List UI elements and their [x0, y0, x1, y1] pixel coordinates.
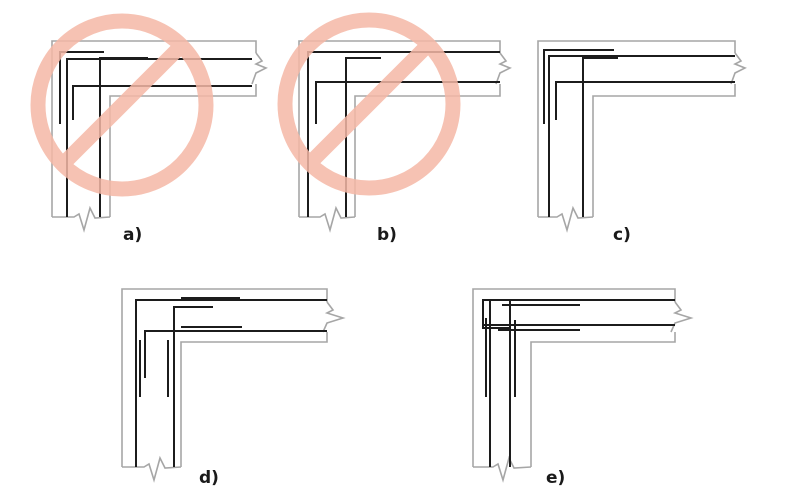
panel-d-rebar: [135, 297, 327, 467]
panel-a: [30, 13, 268, 233]
panel-label-e: e): [546, 468, 566, 488]
panel-label-b: b): [377, 225, 397, 245]
panel-e: [472, 288, 694, 483]
break-line-icon: [251, 52, 268, 85]
panel-d: [121, 288, 346, 483]
panel-b: [277, 12, 512, 233]
break-line-icon: [730, 52, 747, 85]
panel-d-outline: [121, 288, 346, 483]
panel-label-c: c): [613, 225, 631, 245]
panel-label-d: d): [199, 468, 219, 488]
panel-c-rebar: [543, 49, 735, 217]
break-line-icon: [538, 205, 594, 233]
panel-label-a: a): [123, 225, 143, 245]
panel-e-rebar: [482, 299, 675, 467]
panel-a-outline: [51, 40, 268, 233]
panel-c: [537, 40, 747, 233]
break-line-icon: [52, 205, 111, 233]
panel-b-outline: [298, 40, 512, 233]
panel-a-prohibition-sign: [30, 13, 214, 197]
break-line-icon: [495, 52, 512, 85]
break-line-icon: [122, 455, 182, 483]
panel-b-prohibition-sign: [277, 12, 461, 196]
break-line-icon: [473, 455, 532, 483]
break-line-icon: [322, 301, 346, 333]
break-line-icon: [299, 205, 356, 233]
break-line-icon: [670, 301, 694, 333]
panel-e-outline: [472, 288, 694, 483]
panel-c-outline: [537, 40, 747, 233]
